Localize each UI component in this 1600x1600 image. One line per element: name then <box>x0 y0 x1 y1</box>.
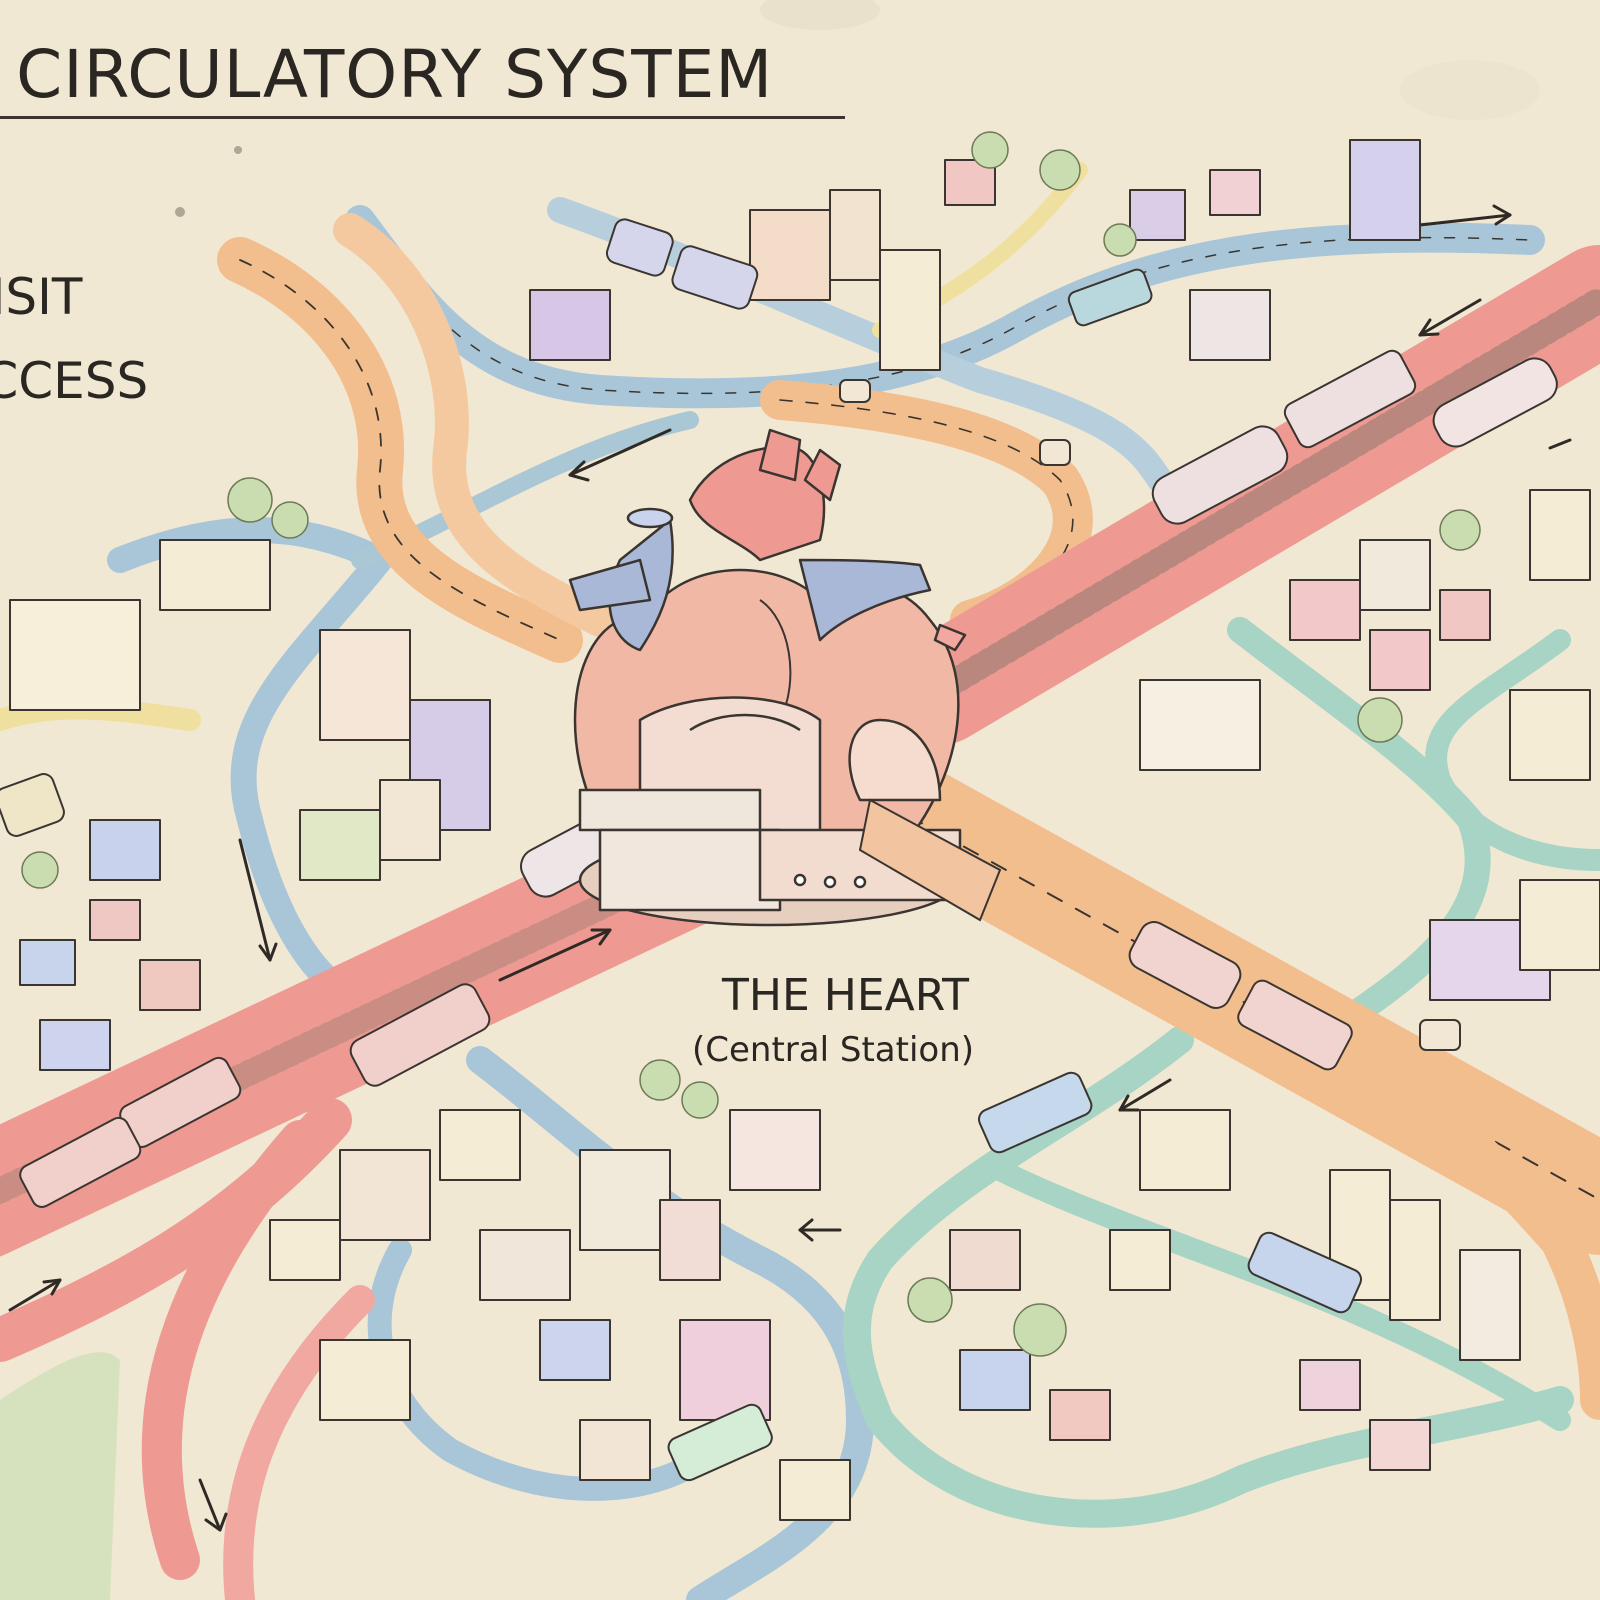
title-underline <box>0 116 845 119</box>
heart-label: THE HEART <box>722 970 969 1021</box>
flow-arrows <box>8 204 1572 1532</box>
legend-item-3: ACCESS <box>0 352 149 410</box>
legend-item-2: NSIT <box>0 268 83 326</box>
heart-sublabel: (Central Station) <box>692 1030 975 1070</box>
park-area <box>0 1352 120 1600</box>
vehicles <box>0 218 1558 1482</box>
city-buildings <box>9 139 1600 1521</box>
trees <box>21 131 1481 1357</box>
diagram-title: A CIRCULATORY SYSTEM <box>0 36 774 113</box>
elevated-track <box>858 798 1002 922</box>
paper-texture <box>175 0 1540 217</box>
heart-central-station <box>568 428 967 927</box>
